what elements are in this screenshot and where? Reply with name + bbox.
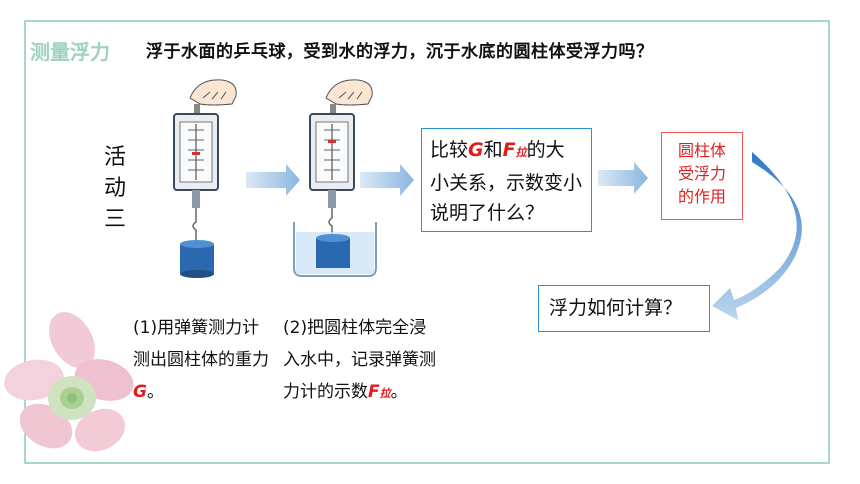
effect-line: 圆柱体	[677, 141, 726, 160]
symbol-f-subscript: 拉	[515, 146, 527, 159]
buoyancy-effect-box: 圆柱体 受浮力 的作用	[661, 132, 743, 220]
compare-text-2: 和	[483, 139, 503, 161]
activity-char: 三	[103, 207, 126, 232]
symbol-f: F	[368, 382, 380, 402]
activity-char: 活	[103, 145, 126, 170]
arrow-right-icon	[246, 164, 300, 196]
symbol-g: G	[133, 382, 147, 402]
step-2-caption: (2)把圆柱体完全浸入水中，记录弹簧测力计的示数F拉。	[283, 312, 443, 410]
step-1-end: 。	[146, 382, 164, 402]
symbol-g: G	[468, 139, 484, 161]
compare-question-box: 比较G和F拉的大小关系，示数变小说明了什么？	[421, 128, 592, 232]
curved-arrow-icon	[712, 152, 802, 320]
slide-frame	[24, 20, 830, 464]
arrow-right-icon	[360, 164, 414, 196]
symbol-f-subscript: 拉	[379, 387, 391, 400]
step-1-caption: (1)用弹簧测力计测出圆柱体的重力 G。	[133, 312, 273, 408]
step-2-end: 。	[390, 382, 408, 402]
activity-label: 活 动 三	[100, 142, 130, 235]
compare-text-1: 比较	[430, 139, 469, 161]
spring-scale-1-icon	[173, 79, 237, 278]
spring-scale-2-icon	[293, 79, 377, 277]
step-2-text: (2)把圆柱体完全浸入水中，记录弹簧测力计的示数	[283, 318, 436, 402]
compare-text-3: 的大小关系，示数变小说明了什么？	[430, 139, 583, 224]
effect-line: 受浮力	[677, 164, 726, 183]
succulent-flower-icon	[4, 312, 134, 452]
section-label: 测量浮力	[30, 40, 110, 64]
arrow-right-icon	[598, 162, 648, 194]
symbol-f: F	[502, 139, 516, 161]
question-title: 浮于水面的乒乓球，受到水的浮力，沉于水底的圆柱体受浮力吗？	[146, 42, 654, 62]
calc-question-box: 浮力如何计算？	[538, 285, 710, 332]
effect-line: 的作用	[677, 187, 726, 206]
activity-char: 动	[103, 176, 126, 201]
step-1-text: (1)用弹簧测力计测出圆柱体的重力	[133, 318, 269, 370]
